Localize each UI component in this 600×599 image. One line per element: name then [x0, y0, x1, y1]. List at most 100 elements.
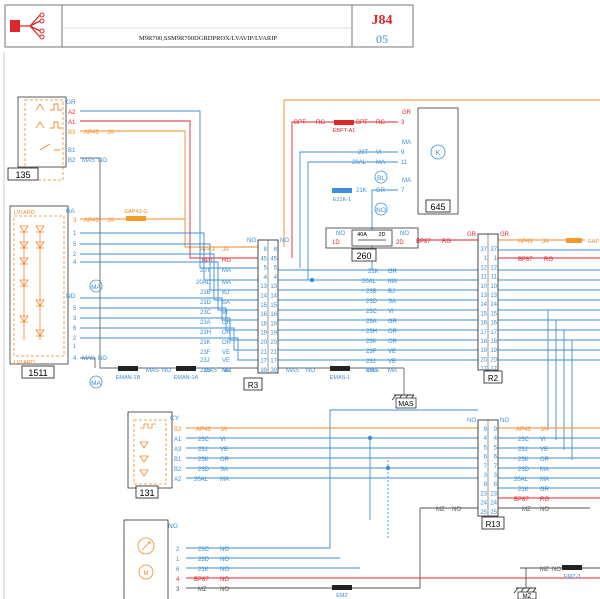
pin-number: 8: [484, 482, 488, 488]
svg-text:B2: B2: [174, 467, 182, 473]
pin-number: 45: [260, 256, 267, 262]
pin-number: 16: [480, 321, 487, 327]
svg-text:23D: 23D: [518, 467, 530, 473]
svg-text:GR: GR: [388, 269, 398, 275]
svg-text:2: 2: [73, 252, 77, 258]
pin-number: 17: [490, 367, 497, 373]
svg-text:GR: GR: [376, 188, 386, 194]
svg-text:RG: RG: [544, 257, 553, 263]
svg-text:NO: NO: [247, 238, 256, 244]
pin-number: 15: [490, 311, 497, 317]
led-array-icon: [19, 225, 45, 340]
svg-text:20AL: 20AL: [352, 160, 367, 166]
pin-number: 19: [480, 348, 487, 354]
wires: [80, 99, 600, 589]
svg-text:NO: NO: [376, 207, 386, 214]
svg-text:20T: 20T: [358, 150, 369, 156]
svg-text:23J: 23J: [198, 447, 208, 453]
svg-text:RG: RG: [222, 258, 231, 264]
svg-text:EMZ-3: EMZ-3: [564, 574, 581, 580]
svg-text:GR: GR: [402, 110, 412, 116]
svg-text:MA: MA: [402, 140, 411, 146]
component-id: 131: [139, 488, 154, 498]
svg-text:MA: MA: [540, 477, 549, 483]
svg-text:RG: RG: [442, 239, 451, 245]
pin-number: 20: [260, 340, 267, 346]
svg-text:OR: OR: [220, 457, 230, 463]
svg-text:NO: NO: [336, 231, 345, 237]
svg-text:B3: B3: [174, 427, 182, 433]
svg-text:1: 1: [73, 231, 77, 237]
svg-text:BL: BL: [377, 175, 385, 182]
svg-text:SA: SA: [388, 299, 396, 305]
svg-text:MA: MA: [222, 280, 231, 286]
svg-text:NO: NO: [220, 577, 229, 583]
svg-text:MA: MA: [91, 380, 101, 387]
svg-text:JA: JA: [540, 427, 547, 433]
pin-number: 15: [260, 303, 267, 309]
svg-text:20AL: 20AL: [194, 477, 209, 483]
svg-text:MA: MA: [376, 160, 385, 166]
pin-number: 18: [260, 321, 267, 327]
svg-text:23D: 23D: [200, 300, 212, 306]
svg-text:20T: 20T: [200, 268, 211, 274]
pin-number: 19: [260, 331, 267, 337]
svg-text:VI: VI: [222, 310, 228, 316]
svg-text:K: K: [436, 150, 441, 157]
component-645: 645 K GR 3 MA 9 11 MA 7: [401, 107, 459, 215]
svg-text:MAS: MAS: [286, 368, 299, 374]
c290-wire-labels: 23C NO 23D NO 21K NO BP87 NO MZ NO: [194, 547, 229, 593]
svg-text:VE: VE: [220, 447, 228, 453]
svg-text:NO: NO: [220, 587, 229, 593]
pin-number: 5: [264, 266, 268, 272]
svg-text:GR: GR: [500, 232, 510, 238]
svg-text:3: 3: [401, 120, 405, 126]
pin-number: 39: [270, 368, 277, 374]
svg-text:NO: NO: [467, 418, 476, 424]
svg-text:EMZ: EMZ: [336, 593, 348, 599]
pin-number: 21: [260, 349, 267, 355]
svg-text:23A: 23A: [200, 320, 211, 326]
svg-text:23K: 23K: [366, 339, 377, 345]
svg-text:MA: MA: [222, 268, 231, 274]
svg-text:23K: 23K: [198, 457, 209, 463]
svg-text:MAS: MAS: [82, 158, 95, 164]
header: M9R700,SSM9R700DGRDPROX/LVAVIP/LVARIP J8…: [4, 4, 414, 48]
svg-text:E21K-1: E21K-1: [333, 197, 351, 203]
pin-number: 12: [490, 265, 497, 271]
svg-text:23B: 23B: [200, 290, 211, 296]
svg-text:BJ: BJ: [388, 289, 395, 295]
svg-text:3: 3: [73, 316, 77, 322]
connector-id: R13: [486, 520, 501, 529]
component-id: 260: [356, 251, 371, 261]
svg-text:VI: VI: [376, 150, 382, 156]
pin-number: 8: [264, 247, 268, 253]
pin-number: 18: [490, 339, 497, 345]
pin-number: 18: [480, 339, 487, 345]
svg-text:23G: 23G: [366, 368, 378, 374]
svg-text:BPT: BPT: [202, 258, 214, 264]
svg-text:23C: 23C: [518, 437, 530, 443]
svg-text:BP87: BP87: [518, 257, 533, 263]
svg-text:MA: MA: [91, 284, 101, 291]
sheet-page: 05: [376, 32, 388, 46]
connector-r2: R2 GR GR: [467, 232, 510, 384]
svg-text:23D: 23D: [198, 557, 210, 563]
pin-number: 15: [270, 303, 277, 309]
svg-text:23J: 23J: [366, 359, 376, 365]
emz-splices: EMZ EMZ-3 MZ NO MZ: [332, 565, 582, 599]
svg-text:23K: 23K: [200, 340, 211, 346]
svg-text:NO: NO: [222, 368, 231, 374]
svg-text:EAP: EAP: [588, 239, 599, 245]
svg-text:NO: NO: [452, 507, 461, 513]
svg-text:MA: MA: [388, 368, 397, 374]
svg-text:NO: NO: [552, 567, 561, 573]
r2-right-wire-labels: AP43 JA BP87 RG EAP: [518, 238, 599, 263]
svg-text:LVI ARD: LVI ARD: [14, 210, 35, 216]
pin-number: 23: [480, 491, 487, 497]
connector-r13: R13 NO NO: [467, 418, 509, 530]
pin-number: 5: [484, 445, 488, 451]
svg-text:JA: JA: [542, 239, 549, 245]
svg-text:NO: NO: [306, 368, 315, 374]
pin-number: 20: [270, 340, 277, 346]
